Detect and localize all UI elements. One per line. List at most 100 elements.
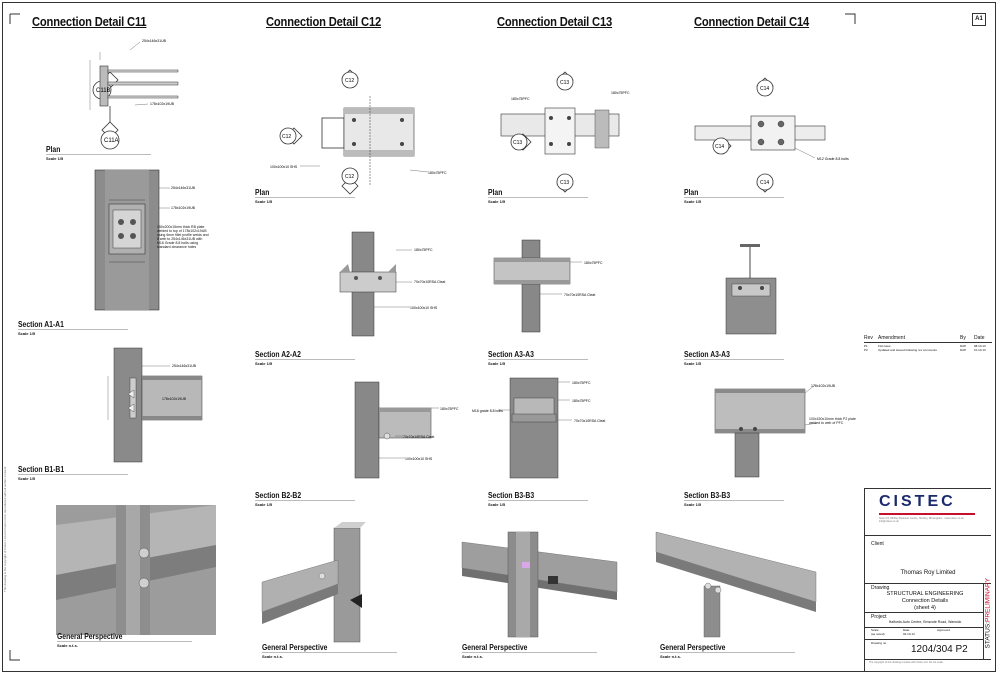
c14-section-a3-drawing (725, 244, 777, 335)
rev-header-date: Date (974, 335, 985, 341)
c11-section2-scale: Scale 1/5 (18, 476, 36, 481)
revision-table: Rev Amendment By Date P1 Fist issue DAP … (864, 335, 992, 352)
date-value: 02.10.13 (903, 632, 915, 636)
c12-tag-bottom: C12 (345, 174, 354, 180)
c13-plan-drawing: C13 C13 C13 180x75PFC 180x75PFC (500, 71, 630, 193)
c13-plan-scale: Scale 1/5 (488, 199, 506, 204)
c14-perspective-label: General Perspective (660, 643, 726, 652)
c13-section1-label: Section A3-A3 (488, 350, 534, 359)
c14-b3-callout-beam: 178x102x19UB (811, 384, 836, 388)
c12-perspective-render (261, 522, 366, 643)
c12-section2-scale: Scale 1/5 (255, 502, 273, 507)
c13-b3-callout-bolts: M16 grade 8.8 bolts (472, 409, 503, 413)
c11-callout-beam: 178x102x19UB (150, 102, 175, 106)
c14-plan-scale: Scale 1/5 (684, 199, 702, 204)
c13-a3-callout-cleat: 70x70x10RSA Cleat (564, 293, 595, 297)
client-label: Client (871, 541, 884, 547)
c12-section-a2-drawing: 180x75PFC 70x70x10RSA Cleat 100x100x10 S… (339, 231, 445, 337)
c12-section1-scale: Scale 1/5 (255, 361, 273, 366)
c11-tag-b: C11B (96, 88, 111, 94)
detail-title-c14: Connection Detail C14 (694, 14, 810, 29)
c13-callout-pfc-right: 180x75PFC (611, 91, 630, 95)
c13-section-b3-drawing: 180x75PFC 180x75PFC 70x70x10RSA Cleat M1… (472, 377, 605, 479)
c13-callout-pfc-left: 180x75PFC (511, 97, 530, 101)
c13-b3-callout-pfc-a: 180x75PFC (572, 381, 591, 385)
c12-b2-callout-cleat: 70x70x10RSA Cleat (403, 435, 434, 439)
revision-row: P1 Fist issue DAP 08.10.13 (864, 344, 986, 348)
c13-section1-scale: Scale 1/5 (488, 361, 506, 366)
c11-perspective-label: General Perspective (57, 632, 123, 641)
c14-b3-callout-plate: 100x150x10mm thick P2 plate welded to we… (809, 417, 856, 425)
detail-title-c11: Connection Detail C11 (32, 14, 147, 29)
detail-title-c12: Connection Detail C12 (266, 14, 382, 29)
c13-tag-top: C13 (560, 80, 569, 86)
c11-a1-note: 150x200x15mm thick RB plate welded to to… (157, 225, 209, 249)
drawing-number-label: Drawing no. (871, 641, 888, 645)
c12-callout-pfc: 180x75PFC (428, 171, 447, 175)
date-label: Date (903, 628, 910, 632)
c12-tag-top: C12 (345, 78, 354, 84)
c14-plan-drawing: C14 C14 C14 M12 Grade 8.8 bolts (694, 77, 849, 193)
c11-plan-scale: Scale 1/5 (46, 156, 64, 161)
company-address: Suite 2/3, Whitley Business Centre, Hock… (879, 517, 966, 523)
c11-section1-label: Section A1-A1 (18, 320, 64, 329)
margin-copyright-text: This drawing is the copyright of Cistec … (3, 466, 7, 592)
company-logo: CISTEC (879, 493, 956, 510)
c14-tag-left: C14 (715, 144, 724, 150)
c12-perspective-label: General Perspective (262, 643, 328, 652)
client-name: Thomas Roy Limited (900, 570, 956, 576)
c11-plan-drawing: C11B C11A 254x146x31UB 178x102x19UB (89, 39, 179, 150)
c12-section-b2-drawing: 180x75PFC 70x70x10RSA Cleat 100x100x10 S… (354, 381, 459, 479)
c11-a1-callout-beam: 178x102x19UB (171, 206, 196, 210)
c13-plan-label: Plan (488, 188, 503, 197)
c14-plan-label: Plan (684, 188, 699, 197)
project-label: Project (871, 614, 887, 620)
c14-section-b3-drawing: 178x102x19UB 100x150x10mm thick P2 plate… (714, 384, 856, 478)
c11-callout-top: 254x146x31UB (142, 39, 167, 43)
c11-a1-callout-col: 254x146x31UB (171, 186, 196, 190)
status-value: PRELIMINARY (984, 578, 992, 623)
c12-b2-callout-pfc: 180x75PFC (440, 407, 459, 411)
scale-value: (as noted) (871, 632, 885, 636)
project-name: Halfords Auto Centre, Emscote Road, Warw… (888, 620, 962, 624)
status-stamp: STATUS:PRELIMINARY (985, 578, 992, 648)
logo-underline (879, 513, 975, 515)
drawing-line3: (sheet 4) (914, 605, 936, 611)
c14-section1-scale: Scale 1/5 (684, 361, 702, 366)
c12-a2-callout-cleat: 70x70x10RSA Cleat (414, 280, 445, 284)
c11-section1-scale: Scale 1/5 (18, 331, 36, 336)
c13-b3-callout-cleat: 70x70x10RSA Cleat (574, 419, 605, 423)
c11-section-b1-drawing: 254x146x31UB 178x102x19UB (107, 347, 203, 463)
c14-tag-bottom: C14 (760, 180, 769, 186)
rev-header-amendment: Amendment (878, 335, 905, 341)
c13-section-a3-drawing: 180x75PFC 70x70x10RSA Cleat (493, 239, 603, 333)
c11-perspective-render (56, 505, 216, 635)
c12-plan-label: Plan (255, 188, 270, 197)
c12-plan-scale: Scale 1/5 (255, 199, 273, 204)
sheet-size-badge: A1 (972, 13, 986, 26)
drawing-line1: STRUCTURAL ENGINEERING (886, 591, 964, 597)
detail-title-c13: Connection Detail C13 (497, 14, 613, 29)
c13-section2-scale: Scale 1/5 (488, 502, 506, 507)
drawing-line2: Connection Details (901, 598, 949, 604)
revision-row: P2 Updated and issued following rev comm… (864, 348, 986, 352)
c11-perspective-scale: Scale n.t.s. (57, 643, 78, 648)
c13-b3-callout-pfc-b: 180x75PFC (572, 399, 591, 403)
rev-header-by: By (960, 335, 966, 341)
c13-tag-left: C13 (513, 140, 522, 146)
rev-header-rev: Rev (864, 335, 873, 341)
c14-callout-bolts: M12 Grade 8.8 bolts (817, 157, 849, 161)
c12-section1-label: Section A2-A2 (255, 350, 301, 359)
c13-perspective-render (461, 531, 618, 638)
c11-section-a1-drawing: 254x146x31UB 178x102x19UB 150x200x15mm t… (94, 169, 209, 311)
title-block-footer: The copyright of this drawing remains wi… (869, 661, 944, 664)
c11-b1-callout-beam: 178x102x19UB (162, 397, 187, 401)
c12-tag-left: C12 (282, 134, 291, 140)
c14-perspective-scale: Scale n.t.s. (660, 654, 681, 659)
c14-section2-scale: Scale 1/5 (684, 502, 702, 507)
scale-label: Scale (871, 628, 879, 632)
c11-plan-label: Plan (46, 145, 61, 154)
